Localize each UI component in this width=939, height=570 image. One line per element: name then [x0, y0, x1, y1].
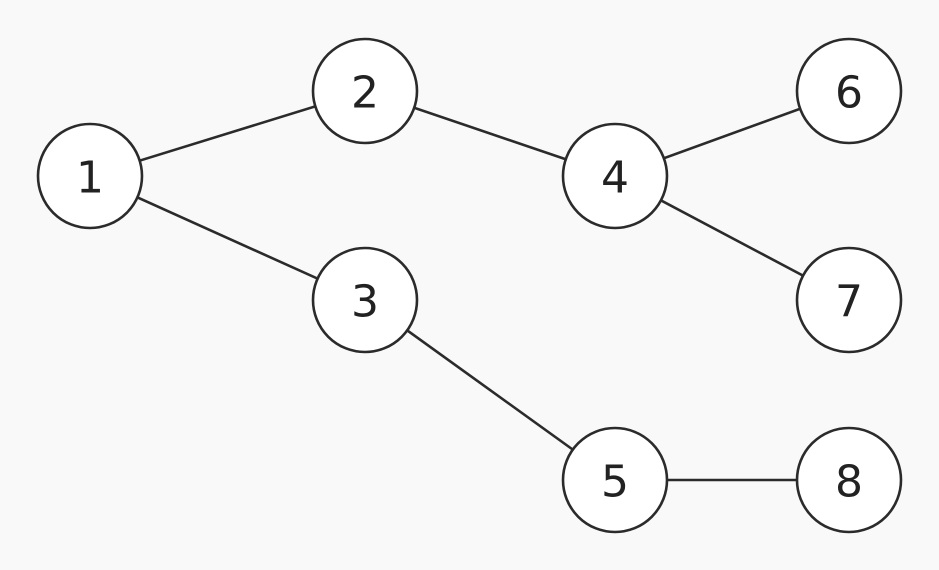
node-5-label: 5: [601, 457, 629, 508]
node-3-label: 3: [351, 277, 379, 328]
node-7-circle: [795, 246, 903, 354]
node-8: 8: [795, 426, 903, 534]
node-4-label: 4: [601, 153, 629, 204]
node-3: 3: [311, 246, 419, 354]
nodes-layer: 1 2 3 4 5 6 7 8: [36, 37, 903, 534]
node-8-circle: [795, 426, 903, 534]
node-1-label: 1: [76, 153, 104, 204]
node-6-label: 6: [835, 68, 863, 119]
node-8-label: 8: [835, 457, 863, 508]
node-2-circle: [311, 37, 419, 145]
edges-layer: [88, 89, 851, 482]
node-6: 6: [795, 37, 903, 145]
node-4-circle: [561, 122, 669, 230]
node-5-circle: [561, 426, 669, 534]
node-7-label: 7: [835, 277, 863, 328]
node-6-circle: [795, 37, 903, 145]
node-2: 2: [311, 37, 419, 145]
node-5: 5: [561, 426, 669, 534]
node-7: 7: [795, 246, 903, 354]
node-1: 1: [36, 122, 144, 230]
node-1-circle: [36, 122, 144, 230]
node-3-circle: [311, 246, 419, 354]
node-4: 4: [561, 122, 669, 230]
node-2-label: 2: [351, 68, 379, 119]
